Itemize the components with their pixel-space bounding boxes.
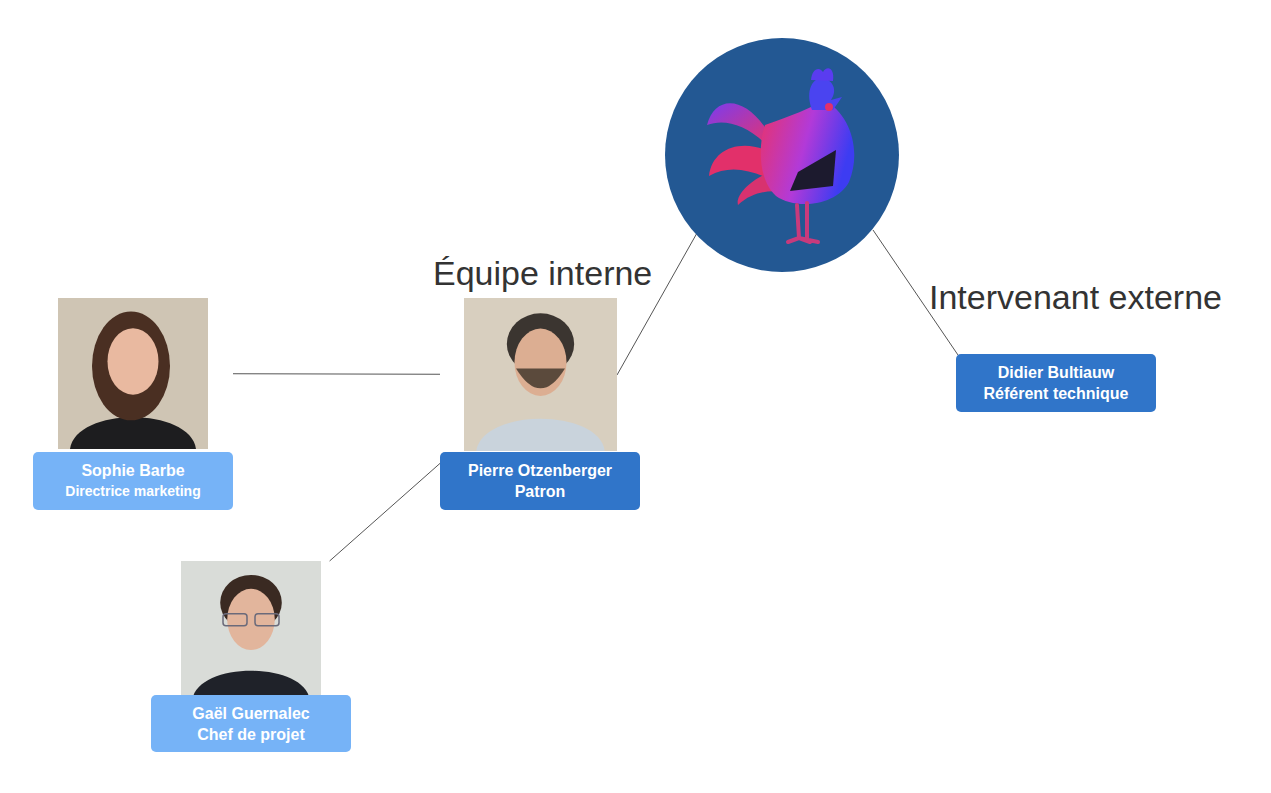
portrait-photo xyxy=(181,561,321,700)
portrait-photo xyxy=(58,298,208,449)
person-role: Référent technique xyxy=(984,383,1129,404)
person-name: Didier Bultiauw xyxy=(998,362,1114,383)
portrait-photo xyxy=(464,298,617,451)
person-role: Directrice marketing xyxy=(65,481,200,502)
person-role: Patron xyxy=(515,481,566,502)
leader-line xyxy=(617,233,697,375)
name-tag: Pierre OtzenbergerPatron xyxy=(440,452,640,510)
name-tag: Didier BultiauwRéférent technique xyxy=(956,354,1156,412)
person-name: Sophie Barbe xyxy=(81,460,184,481)
person-card: Pierre OtzenbergerPatron xyxy=(440,298,640,510)
name-tag: Gaël GuernalecChef de projet xyxy=(151,695,351,752)
org-connector xyxy=(330,463,440,561)
person-name: Pierre Otzenberger xyxy=(468,460,612,481)
person-role: Chef de projet xyxy=(197,724,305,745)
person-card: Sophie BarbeDirectrice marketing xyxy=(33,298,233,510)
person-name: Gaël Guernalec xyxy=(192,703,309,724)
group-label: Équipe interne xyxy=(433,256,652,290)
logo-circle xyxy=(665,38,899,272)
person-card: Didier BultiauwRéférent technique xyxy=(956,354,1156,412)
person-card: Gaël GuernalecChef de projet xyxy=(151,561,351,752)
org-connector xyxy=(233,373,440,375)
rooster xyxy=(707,68,854,242)
name-tag: Sophie BarbeDirectrice marketing xyxy=(33,452,233,510)
group-label: Intervenant externe xyxy=(929,280,1222,314)
